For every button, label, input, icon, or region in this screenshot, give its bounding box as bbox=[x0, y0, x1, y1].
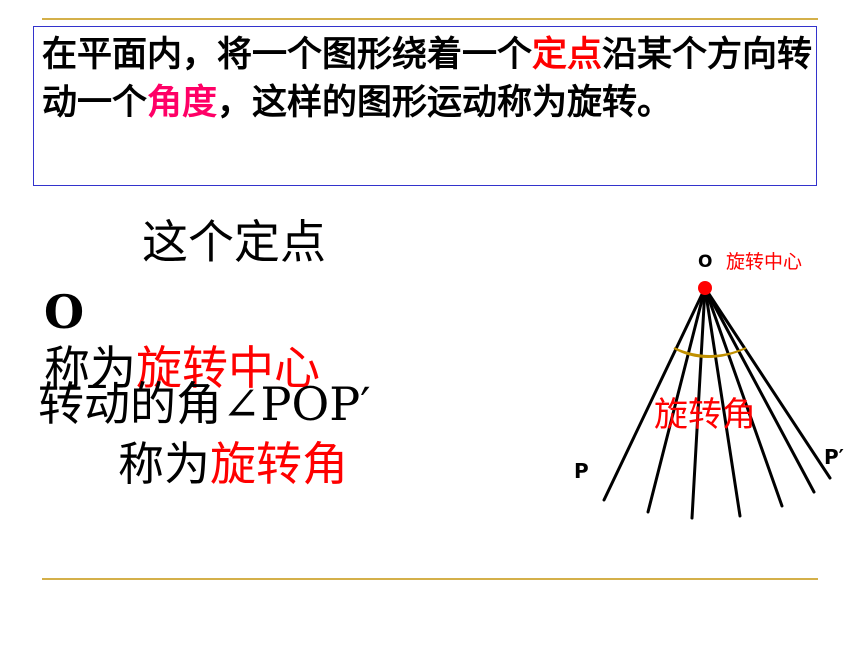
center-text-line2: 称为旋转中心 bbox=[44, 340, 320, 396]
angle-text-line2: 称为旋转角 bbox=[118, 436, 348, 492]
definition-text-1: 在平面内，将一个图形绕着一个 bbox=[42, 35, 533, 75]
top-rule bbox=[42, 18, 818, 20]
ray-4 bbox=[703, 286, 742, 518]
rotation-center-point bbox=[698, 281, 712, 295]
ray-op-prime bbox=[703, 286, 832, 480]
definition-text-2: 沿某个方向转动一个 bbox=[42, 35, 813, 123]
angle-prefix: 称为 bbox=[118, 437, 210, 491]
rotation-angle-arc bbox=[673, 347, 747, 358]
definition-highlight-angle: 角度 bbox=[147, 83, 218, 123]
diagram-p-prime-label: P′ bbox=[824, 445, 844, 469]
angle-term: 旋转角 bbox=[210, 437, 348, 491]
center-letter-o: O bbox=[44, 285, 85, 339]
angle-text-line1: 转动的角∠POP′ bbox=[38, 377, 371, 431]
diagram-center-label: O bbox=[698, 252, 712, 272]
ray-2 bbox=[646, 286, 707, 514]
center-prefix: 称为 bbox=[44, 341, 136, 395]
center-term: 旋转中心 bbox=[136, 341, 320, 395]
definition-text-3: ，这样的图形运动称为旋转。 bbox=[217, 83, 673, 123]
definition-box: 在平面内，将一个图形绕着一个定点沿某个方向转动一个角度，这样的图形运动称为旋转。 bbox=[33, 26, 817, 186]
ray-3 bbox=[690, 286, 707, 520]
bottom-rule bbox=[42, 578, 818, 580]
definition-highlight-fixed-point: 定点 bbox=[532, 35, 603, 75]
ray-op bbox=[602, 286, 707, 502]
ray-6 bbox=[703, 286, 816, 494]
center-text-line1: 这个定点 bbox=[142, 215, 326, 269]
diagram-center-caption: 旋转中心 bbox=[726, 251, 802, 273]
diagram-p-label: P bbox=[574, 459, 589, 483]
rotation-diagram: O 旋转中心 旋转角 P P′ bbox=[574, 251, 844, 520]
diagram-angle-caption: 旋转角 bbox=[654, 395, 756, 435]
ray-5 bbox=[703, 286, 784, 508]
